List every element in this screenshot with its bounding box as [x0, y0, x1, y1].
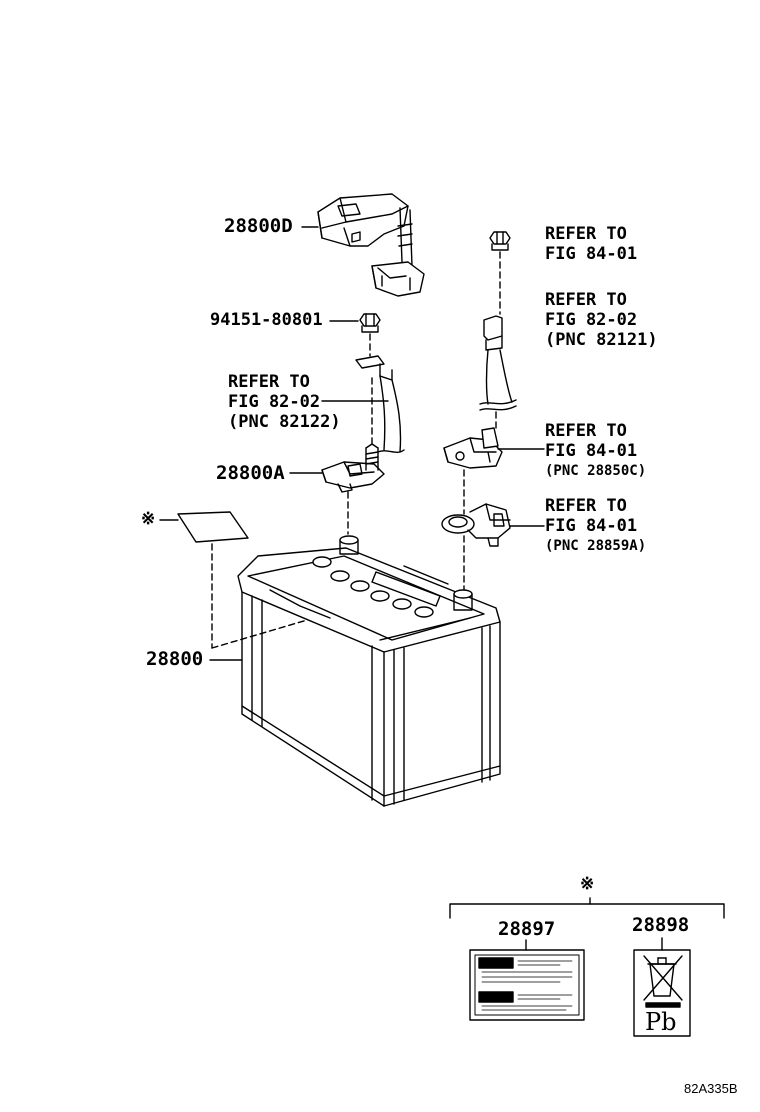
ref-negative-cable: REFER TO FIG 82-02 (PNC 82122): [228, 372, 341, 432]
clamp-a-drawing: [441, 503, 511, 547]
label-bolt-94151-80801: 94151-80801: [210, 310, 323, 330]
ref-line-2: FIG 84-01: [545, 516, 638, 536]
ref-line-1: REFER TO: [545, 496, 627, 516]
ref-line-2: FIG 82-02: [545, 310, 638, 330]
clamp-c-drawing: [443, 427, 503, 469]
ref-line-3: (PNC 28859A): [545, 538, 647, 554]
ref-line-2: FIG 84-01: [545, 244, 638, 264]
neg-terminal-drawing: [321, 443, 385, 493]
ref-clamp-c: REFER TO FIG 84-01 (PNC 28850C): [545, 421, 646, 481]
ref-line-2: FIG 82-02: [228, 392, 321, 412]
ref-line-1: REFER TO: [545, 290, 627, 310]
negative-cable-drawing: [355, 355, 405, 453]
ref-line-1: REFER TO: [545, 421, 627, 441]
nut-drawing: [489, 231, 511, 251]
ref-nut-top: REFER TO FIG 84-01: [545, 224, 637, 264]
terminal-cover-drawing: [317, 193, 425, 297]
bolt-drawing: [359, 313, 381, 333]
label-terminal-28800A: 28800A: [216, 462, 285, 484]
battery-drawing: [237, 535, 501, 807]
label-28898: 28898: [632, 914, 690, 936]
label-28897: 28897: [498, 918, 556, 940]
label-cover-28800D: 28800D: [224, 215, 293, 237]
ref-clamp-a: REFER TO FIG 84-01 (PNC 28859A): [545, 496, 646, 556]
figure-id: 82A335B: [684, 1081, 738, 1096]
ref-line-3: (PNC 82122): [228, 412, 341, 432]
note-mark: ※: [141, 509, 156, 529]
label-28897-drawing: [469, 939, 585, 1021]
group-mark: ※: [580, 874, 595, 894]
ref-line-1: REFER TO: [545, 224, 627, 244]
ref-line-1: REFER TO: [228, 372, 310, 392]
recycle-label-text: Pb: [645, 1008, 677, 1036]
ref-line-2: FIG 84-01: [545, 441, 638, 461]
ref-line-3: (PNC 82121): [545, 330, 658, 350]
label-28898-drawing: [633, 937, 691, 1037]
positive-cable-drawing: [479, 315, 517, 411]
ref-positive-cable: REFER TO FIG 82-02 (PNC 82121): [545, 290, 658, 350]
label-battery-28800: 28800: [146, 648, 204, 670]
ref-line-3: (PNC 28850C): [545, 463, 647, 479]
